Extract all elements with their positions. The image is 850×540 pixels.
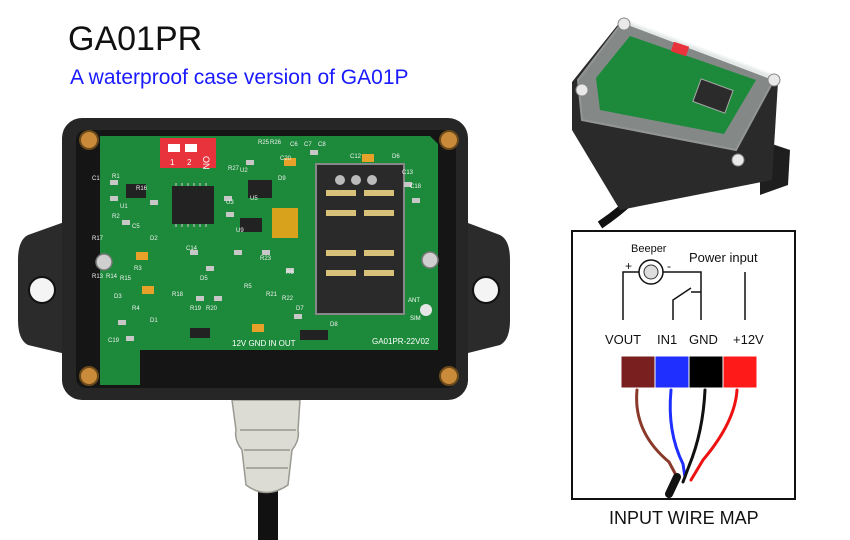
silk-label: C14 [186, 246, 198, 252]
sim-holder [315, 163, 405, 315]
silk-label: D1 [150, 318, 158, 324]
sim-label: SIM [410, 316, 421, 322]
silk-label: U1 [120, 204, 128, 210]
silk-label: R15 [120, 276, 132, 282]
silk-label: R6 [286, 270, 294, 276]
silk-label: R27 [228, 166, 240, 172]
silk-label: D2 [150, 236, 158, 242]
power-input-label: Power input [689, 250, 758, 265]
silk-label: C20 [280, 156, 292, 162]
terminal-label-in1: IN1 [657, 332, 677, 347]
cable-gland [231, 399, 301, 494]
wire-map-diagram: Beeper + - Power input VOUT IN1 GND +12V [605, 243, 764, 498]
page-subtitle: A waterproof case version of GA01P [70, 66, 409, 89]
silk-label: U5 [250, 196, 258, 202]
silk-label: R14 [106, 274, 118, 280]
silk-label: R21 [266, 292, 278, 298]
terminal-block-vout [620, 355, 656, 389]
silk-label: R2 [112, 214, 120, 220]
silk-label: D5 [200, 276, 208, 282]
wire-map-panel: Beeper + - Power input VOUT IN1 GND +12V [571, 230, 796, 500]
silk-label: R16 [136, 186, 148, 192]
terminal-block-12v [722, 355, 758, 389]
silk-label: U2 [240, 168, 248, 174]
terminal-block-in1 [654, 355, 690, 389]
model-label: GA01PR-22V02 [372, 337, 430, 346]
silk-label: R17 [92, 236, 104, 242]
terminal-label-vout: VOUT [605, 332, 641, 347]
corner-screws [79, 130, 459, 386]
terminal-block-gnd [688, 355, 724, 389]
silk-label: U3 [226, 200, 234, 206]
silk-label: U9 [236, 228, 244, 234]
antenna-label: ANT [408, 298, 420, 304]
wire-bundle [665, 473, 681, 498]
silk-label: C1 [92, 176, 100, 182]
switch-number-2: 2 [187, 158, 192, 167]
wire-vout [635, 388, 679, 479]
terminal-label-12v: +12V [733, 332, 764, 347]
silk-label: R25 [258, 140, 270, 146]
silk-label: C5 [132, 224, 140, 230]
silk-label: C19 [108, 338, 120, 344]
wire-map-caption: INPUT WIRE MAP [609, 508, 759, 528]
beeper-label: Beeper [631, 243, 667, 255]
silk-label: R13 [92, 274, 104, 280]
tantalum-capacitor [272, 208, 298, 238]
silk-label: C12 [350, 154, 362, 160]
terminal-label-gnd: GND [689, 332, 718, 347]
silk-label: R22 [282, 296, 294, 302]
silk-label: R18 [172, 292, 184, 298]
silk-label: R1 [112, 174, 120, 180]
switch-on-label: ON [201, 156, 211, 170]
silk-label: C8 [318, 142, 326, 148]
silk-label: C18 [410, 184, 422, 190]
silk-label: R26 [270, 140, 282, 146]
silk-label: C13 [402, 170, 414, 176]
silk-label: R19 [190, 306, 202, 312]
terminal-blocks [620, 355, 758, 389]
silk-label: C6 [290, 142, 298, 148]
switch-number-1: 1 [170, 158, 175, 167]
terminal-label: 12V GND IN OUT [232, 339, 296, 348]
wire-12v [689, 388, 739, 482]
silk-label: D9 [278, 176, 286, 182]
silk-label: D8 [330, 322, 338, 328]
dip-switch [160, 138, 216, 168]
silk-label: R3 [134, 266, 142, 272]
wire-gnd [681, 388, 707, 484]
beeper-plus: + [625, 259, 632, 273]
silk-label: D7 [296, 306, 304, 312]
device-photo: ON 1 2 [18, 118, 510, 540]
wire-in1 [668, 388, 687, 479]
left-mount-hole [28, 276, 56, 304]
right-mount-hole [472, 276, 500, 304]
silk-label: C7 [304, 142, 312, 148]
silk-label: D3 [114, 294, 122, 300]
silk-label: R23 [260, 256, 272, 262]
silk-label: R5 [244, 284, 252, 290]
silk-label: D6 [392, 154, 400, 160]
main-chip [172, 186, 214, 224]
silk-label: R20 [206, 306, 218, 312]
silk-label: R4 [132, 306, 140, 312]
beeper-minus: - [667, 259, 671, 273]
page-title: GA01PR [68, 20, 203, 58]
product-photo [572, 17, 790, 229]
